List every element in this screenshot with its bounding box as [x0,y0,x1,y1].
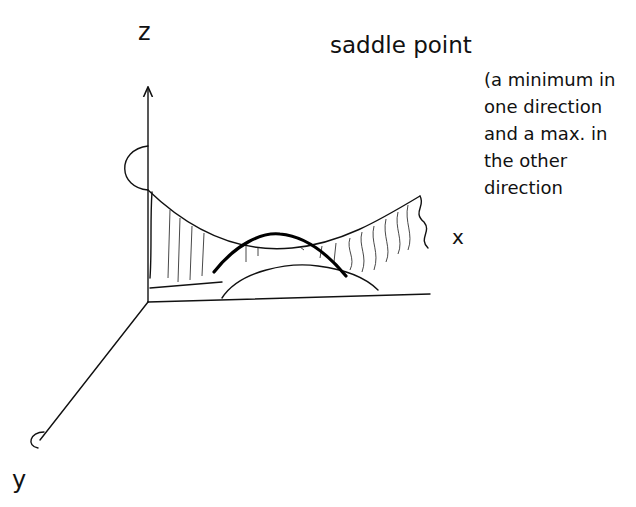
annotation-title: saddle point [330,28,472,63]
z-axis [147,88,148,302]
base-arc [222,265,378,298]
y-axis [40,302,148,440]
base-line [150,282,222,288]
axis-label: x [452,222,464,252]
axis-label: y [12,462,26,498]
annotation-note: (a minimum in one direction and a max. i… [484,66,624,201]
x-axis [148,294,430,302]
hatching [168,205,410,282]
left-edge [150,192,152,278]
max-parabola [214,234,346,276]
y-axis-end [31,432,44,448]
saddle-top-curve [148,190,420,249]
left-end-arc [125,146,148,190]
right-end [419,196,428,248]
axis-label: z [138,14,151,50]
